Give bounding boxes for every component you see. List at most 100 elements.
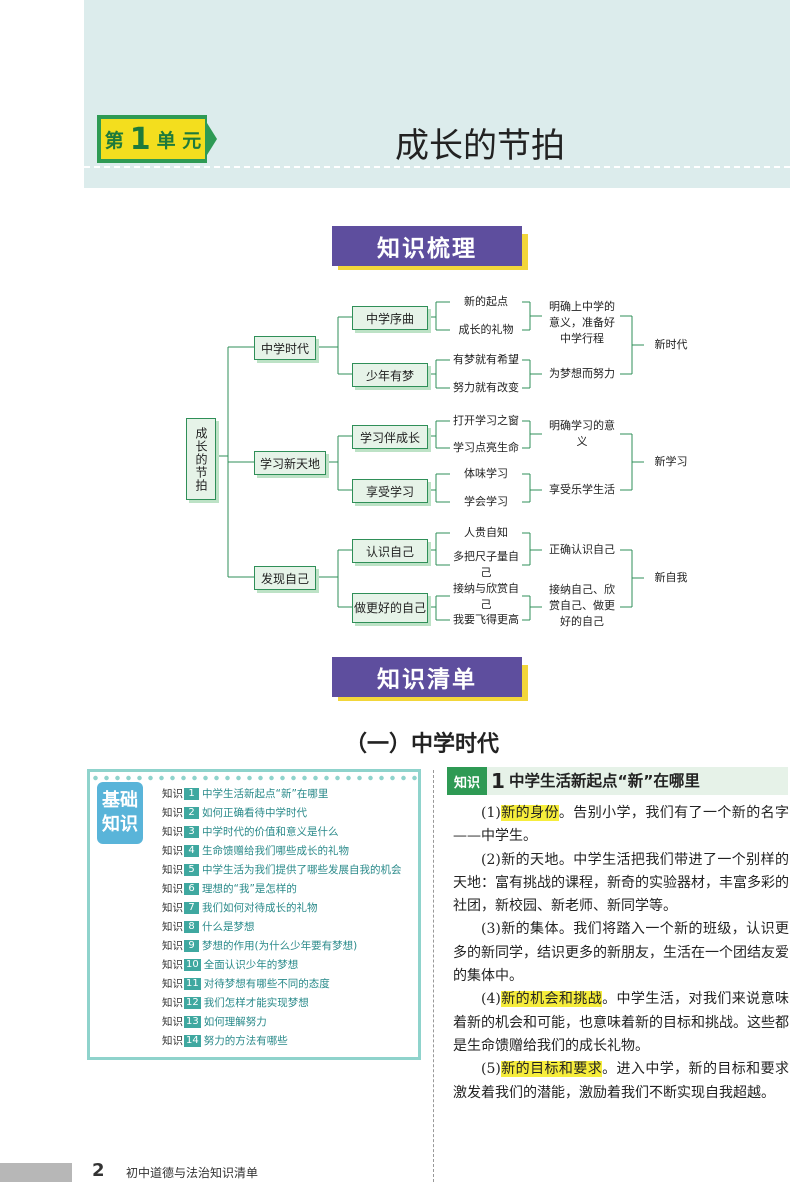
content-paragraph: (2)新的天地。中学生活把我们带进了一个别样的天地：富有挑战的课程，新奇的实验器… [453,851,789,915]
branch-node: 发现自己 [254,566,316,590]
point-text: 努力就有改变 [453,381,519,394]
mind-map: 成长的节拍 中学时代 学习新天地 发现自己 中学序曲 少年有梦 学习伴成长 享受… [180,290,700,630]
knowledge-number-badge: 4 [184,844,199,857]
conclusion-text: 新时代 [654,338,688,351]
mind-map-root: 成长的节拍 [186,418,216,500]
content-paragraph: (5)新的目标和要求。进入中学，新的目标和要求激发着我们的潜能，激励着我们不断实… [453,1061,790,1101]
unit-tag-arrow-icon [207,123,217,155]
knowledge-tag: 知识 [447,767,487,795]
mind-map-connectors [214,301,644,621]
checklist-banner: 知识清单 [332,657,528,701]
knowledge-number-badge: 10 [184,958,201,971]
knowledge-content: (1)新的身份。告别小学，我们有了一个新的名字——中学生。 (2)新的天地。中学… [453,802,789,1105]
overview-banner-label: 知识梳理 [332,226,522,266]
book-title: 初中道德与法治知识清单 [126,1166,259,1180]
summary-text: 明确学习的意义 [549,419,615,448]
topic-node: 认识自己 [352,539,428,563]
highlighted-term: 新的目标和要求 [500,1061,603,1078]
point-text: 学会学习 [464,495,508,508]
knowledge-index-title: 生命馈赠给我们哪些成长的礼物 [202,845,349,857]
topic-node: 中学序曲 [352,306,428,330]
knowledge-number-badge: 7 [184,901,199,914]
column-divider [433,770,434,1182]
topic-node: 学习伴成长 [352,425,428,449]
knowledge-index-title: 梦想的作用(为什么少年要有梦想) [202,940,358,952]
knowledge-index-title: 如何理解努力 [203,1016,267,1028]
knowledge-index-title: 如何正确看待中学时代 [202,807,307,819]
topic-node: 做更好的自己 [352,593,428,623]
header-divider [84,166,790,168]
content-paragraph: (3)新的集体。我们将踏入一个新的班级，认识更多的新同学，结识更多的新朋友，生活… [453,921,789,985]
knowledge-number-badge: 9 [184,939,199,952]
knowledge-number-badge: 13 [184,1015,201,1028]
knowledge-index-title: 我们怎样才能实现梦想 [203,997,309,1009]
point-text: 多把尺子量自己 [453,550,519,579]
summary-text: 正确认识自己 [549,543,615,556]
unit-tag-prefix: 第 [104,129,124,152]
knowledge-number-badge: 8 [184,920,199,933]
page-number: 2 [92,1160,105,1181]
knowledge-number-badge: 5 [184,863,199,876]
summary-text: 享受乐学生活 [549,483,615,496]
conclusion-text: 新学习 [654,455,688,468]
conclusion-text: 新自我 [654,571,688,584]
branch-node: 学习新天地 [254,451,326,475]
point-text: 我要飞得更高 [453,613,519,626]
knowledge-index-title: 什么是梦想 [202,921,255,933]
point-text: 体味学习 [464,467,508,480]
highlighted-term: 新的机会和挑战 [500,991,603,1008]
summary-text: 接纳自己、欣赏自己、做更好的自己 [549,583,615,628]
summary-text: 为梦想而努力 [549,367,615,380]
knowledge-index-title: 中学生活新起点“新”在哪里 [202,788,329,800]
knowledge-index-title: 我们如何对待成长的礼物 [202,902,318,914]
unit-tag-suffix: 单 元 [156,129,202,152]
knowledge-index-title: 努力的方法有哪些 [203,1035,288,1047]
overview-banner: 知识梳理 [332,226,528,270]
knowledge-number-badge: 1 [184,787,199,800]
dotted-border-decoration [90,775,418,781]
knowledge-index-title: 理想的“我”是怎样的 [202,883,297,895]
highlighted-term: 新的身份 [500,805,559,821]
knowledge-title: 中学生活新起点“新”在哪里 [509,772,700,790]
mind-map-root-label: 成长的节拍 [194,426,208,492]
unit-tag: 第 1 单 元 [97,115,217,163]
badge-line-2: 知识 [102,814,138,835]
knowledge-number-badge: 3 [184,825,199,838]
knowledge-number-badge: 12 [184,996,201,1009]
knowledge-number: 1 [491,769,505,793]
point-text: 有梦就有希望 [453,353,519,366]
footer-bar [0,1163,72,1182]
basic-knowledge-badge: 基础 知识 [97,782,143,844]
knowledge-index-title: 全面认识少年的梦想 [203,959,299,971]
content-paragraph: (4)新的机会和挑战。中学生活，对我们来说意味着新的机会和可能，也意味着新的目标… [453,991,790,1054]
summary-text: 明确上中学的意义，准备好中学行程 [549,300,615,345]
subsection-title: （一）中学时代 [345,732,500,757]
branch-node: 中学时代 [254,336,316,360]
point-text: 学习点亮生命 [453,441,519,454]
knowledge-number-badge: 11 [184,977,201,990]
unit-tag-label: 第 1 单 元 [101,119,205,159]
point-text: 新的起点 [464,295,508,308]
topic-node: 少年有梦 [352,363,428,387]
knowledge-number-badge: 14 [184,1034,201,1047]
point-text: 打开学习之窗 [453,414,519,427]
unit-number: 1 [129,121,151,157]
knowledge-number-badge: 2 [184,806,199,819]
point-text: 人贵自知 [464,526,508,539]
knowledge-index-title: 中学生活为我们提供了哪些发展自我的机会 [202,864,402,876]
